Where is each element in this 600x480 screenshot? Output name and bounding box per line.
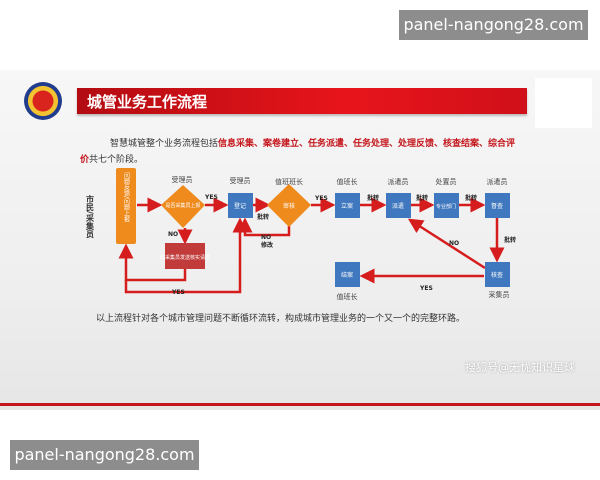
dispatch-box [386,193,411,218]
yes-label: YES [204,194,218,201]
conclusion-text: 以上流程针对各个城市管理问题不断循环流转，构成城市管理业务的一个又一个的完整环路… [96,314,466,324]
no-label: NO [261,234,271,241]
close-box [335,262,360,287]
dept-text: 专业部门 [436,203,456,210]
transfer-label: 批转 [257,213,269,221]
transfer-label: 批转 [416,194,428,202]
slide-title: 城管业务工作流程 [87,93,208,111]
intro-paragraph: 智慧城管整个业务流程包括信息采集、案卷建立、任务派遣、任务处理、处理反馈、核查结… [80,136,520,168]
review-diamond [267,184,311,227]
watermark-banner-bottom: panel-nangong28.com [10,440,199,470]
yes-label: YES [171,289,185,296]
inspect-role: 采集员 [489,290,510,299]
corner-watermark: 搜狐号@无忧知识星球 [465,361,575,374]
close-text: 结案 [341,271,353,279]
emblem-logo [24,82,62,120]
modify-label: 修改 [260,241,274,249]
transfer-label: 批转 [504,236,516,244]
check-text: 是否采集员上报 [165,202,200,209]
review-text: 审核 [283,202,295,210]
watermark-banner-top: panel-nangong28.com [399,10,588,40]
no-label: NO [168,231,178,238]
actor-label: 市民/采集员 [85,194,95,239]
file-box [335,193,360,218]
register-role: 受理员 [230,176,251,185]
inspect-text: 核查 [491,271,503,279]
intro-highlight: 信息采集、案卷建立、任务派遣、任务处理、处理反馈、核查结案、综合评价 [80,139,516,165]
no-label: NO [449,240,459,247]
verify-box [165,243,205,269]
dispatch-text: 派遣 [392,202,404,210]
slide [0,70,600,410]
intro-before: 智慧城管整个业务流程包括 [110,139,219,149]
close-role: 值班长 [337,292,358,301]
transfer-label: 批转 [465,194,477,202]
check-diamond [161,185,205,228]
supervise-box [485,193,510,218]
yes-label: YES [314,195,328,202]
dispatch-role: 派遣员 [388,177,409,186]
review-role: 值班班长 [275,177,303,186]
file-text: 立案 [341,202,353,210]
divider [0,403,600,406]
dept-role: 处置员 [436,177,457,186]
file-role: 值班长 [337,177,358,186]
inspect-box [485,262,510,287]
report-box [116,168,136,244]
yes-label: YES [419,285,433,292]
dept-box [434,193,459,218]
register-text: 登记 [234,202,246,210]
blank-box [535,78,592,128]
register-box [228,193,253,218]
intro-after: 共七个阶段。 [89,155,144,165]
verify-text: 向采集员发送核实请求 [160,254,210,261]
report-text: 问题反馈/问题上报 [123,171,130,223]
check-role: 受理员 [172,175,193,184]
title-bar: 城管业务工作流程 [77,88,527,114]
supervise-text: 督查 [491,202,503,210]
transfer-label: 批转 [367,194,379,202]
supervise-role: 派遣员 [487,177,508,186]
